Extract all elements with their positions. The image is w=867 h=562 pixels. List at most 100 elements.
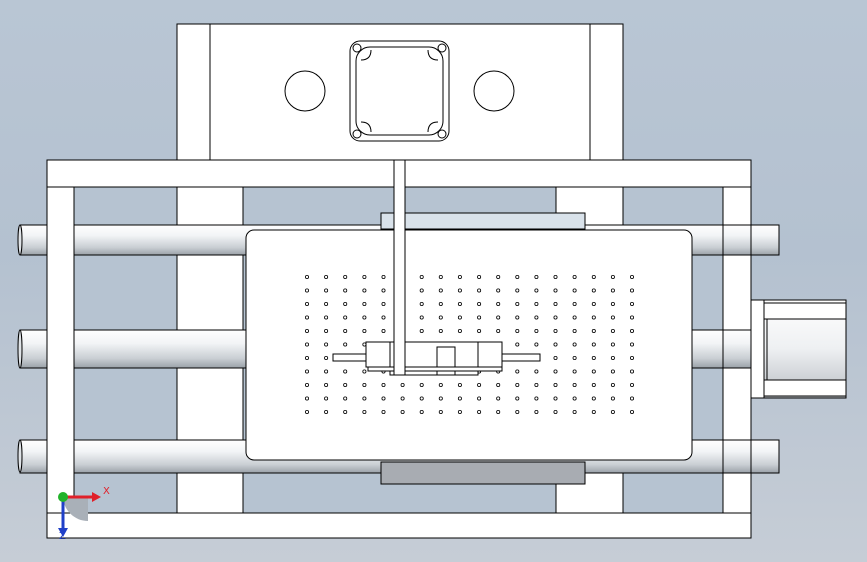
perforation-hole xyxy=(553,369,558,374)
perforation-hole xyxy=(343,301,348,306)
mount-hole-left xyxy=(284,70,326,112)
perforation-hole xyxy=(572,342,577,347)
perforation-hole xyxy=(534,328,539,333)
perforation-hole xyxy=(515,342,520,347)
perforation-hole xyxy=(457,328,462,333)
perforation-hole xyxy=(304,382,309,387)
perforation-hole xyxy=(496,328,501,333)
frame-side-bars xyxy=(46,186,780,514)
perforation-hole xyxy=(457,409,462,414)
perforation-hole xyxy=(324,409,329,414)
perforation-hole xyxy=(438,409,443,414)
perforation-hole xyxy=(304,301,309,306)
perforation-hole xyxy=(534,342,539,347)
perforation-hole xyxy=(515,396,520,401)
perforation-hole xyxy=(304,396,309,401)
perforation-hole xyxy=(304,342,309,347)
perforation-hole xyxy=(496,274,501,279)
perforation-hole xyxy=(304,288,309,293)
perforation-hole xyxy=(419,315,424,320)
perforation-hole xyxy=(630,288,635,293)
perforation-hole xyxy=(515,382,520,387)
perforation-hole xyxy=(553,382,558,387)
perforation-hole xyxy=(304,328,309,333)
perforation-hole xyxy=(438,274,443,279)
perforation-hole xyxy=(477,328,482,333)
perforation-hole xyxy=(591,301,596,306)
perforation-hole xyxy=(610,288,615,293)
perforation-hole xyxy=(553,288,558,293)
perforation-hole xyxy=(610,342,615,347)
perforation-hole xyxy=(362,409,367,414)
perforation-hole xyxy=(591,396,596,401)
perforation-hole xyxy=(457,382,462,387)
perforation-hole xyxy=(381,301,386,306)
perforation-hole xyxy=(572,315,577,320)
perforation-hole xyxy=(477,409,482,414)
perforation-hole xyxy=(630,328,635,333)
perforation-hole xyxy=(362,315,367,320)
perforation-hole xyxy=(515,369,520,374)
perforation-hole xyxy=(457,288,462,293)
top-mount-plate[interactable] xyxy=(176,23,624,162)
perforation-hole xyxy=(553,355,558,360)
perforation-hole xyxy=(457,396,462,401)
perforation-hole xyxy=(304,274,309,279)
perforation-hole xyxy=(343,382,348,387)
perforation-hole xyxy=(572,382,577,387)
perforation-hole xyxy=(610,301,615,306)
perforation-hole xyxy=(438,382,443,387)
perforation-hole xyxy=(477,274,482,279)
perforation-hole xyxy=(324,328,329,333)
perforation-hole xyxy=(381,382,386,387)
perforation-hole xyxy=(362,396,367,401)
perforation-hole xyxy=(324,342,329,347)
perforation-hole xyxy=(381,328,386,333)
perforation-hole xyxy=(591,288,596,293)
perforation-hole xyxy=(591,409,596,414)
perforation-hole xyxy=(630,396,635,401)
perforation-hole xyxy=(304,355,309,360)
perforation-hole xyxy=(572,396,577,401)
perforation-hole xyxy=(591,328,596,333)
perforation-hole xyxy=(324,301,329,306)
perforation-hole xyxy=(610,355,615,360)
perforation-hole xyxy=(324,355,329,360)
perforation-hole xyxy=(362,369,367,374)
perforation-hole xyxy=(400,409,405,414)
perforation-hole xyxy=(553,342,558,347)
perforation-hole xyxy=(381,315,386,320)
perforation-hole xyxy=(553,315,558,320)
perforation-hole xyxy=(419,274,424,279)
perforation-hole xyxy=(477,382,482,387)
drive-shaft[interactable] xyxy=(393,159,406,376)
perforation-hole xyxy=(477,396,482,401)
perforation-hole xyxy=(534,288,539,293)
perforation-hole xyxy=(534,301,539,306)
perforation-hole xyxy=(630,315,635,320)
perforation-hole xyxy=(381,396,386,401)
perforation-hole xyxy=(343,396,348,401)
perforation-hole xyxy=(630,274,635,279)
perforation-hole xyxy=(534,409,539,414)
perforation-hole xyxy=(419,328,424,333)
perforation-hole xyxy=(419,396,424,401)
perforation-hole xyxy=(381,274,386,279)
perforation-hole xyxy=(591,274,596,279)
square-flange[interactable] xyxy=(349,40,450,142)
perforation-hole xyxy=(362,382,367,387)
perforation-hole xyxy=(496,301,501,306)
axis-z-label: Z xyxy=(59,531,66,542)
stepper-motor[interactable] xyxy=(750,299,847,399)
upper-slot-plate xyxy=(380,212,586,230)
perforation-hole xyxy=(324,369,329,374)
perforation-hole xyxy=(610,315,615,320)
perforation-hole xyxy=(610,409,615,414)
perforation-hole xyxy=(419,409,424,414)
perforation-hole xyxy=(630,369,635,374)
coordinate-triad-icon xyxy=(58,492,101,537)
perforation-hole xyxy=(343,342,348,347)
perforation-hole xyxy=(324,274,329,279)
